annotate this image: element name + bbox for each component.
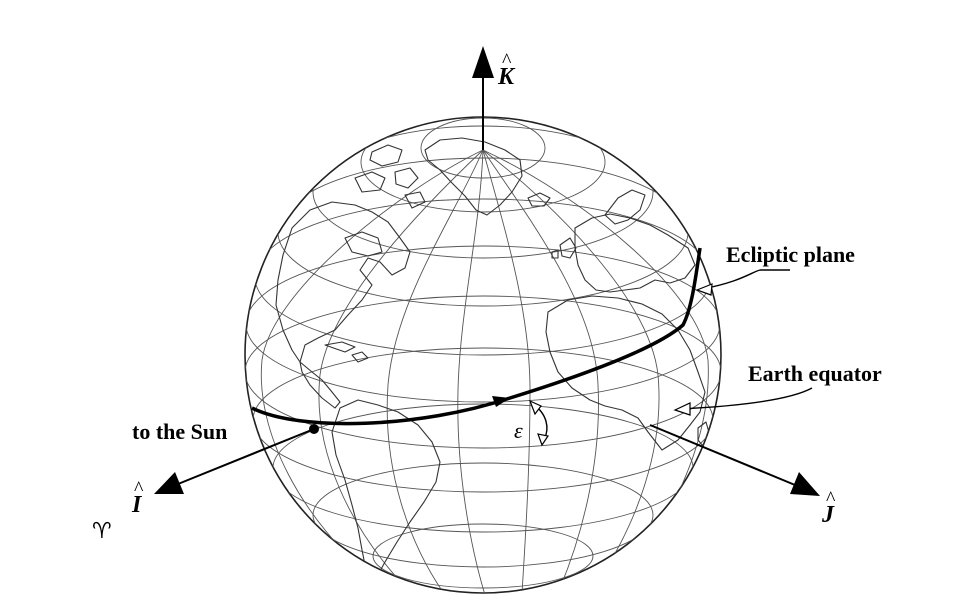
caribbean-coastline (324, 341, 369, 363)
axes (154, 46, 820, 496)
ecliptic-leader-line (701, 269, 790, 290)
meridian-line (318, 149, 484, 593)
arctic-islands-coastline (354, 144, 426, 209)
k-axis-hat: ^ (502, 50, 512, 72)
ecliptic-direction-arrowhead (492, 396, 510, 407)
equator-leader-arrowhead (673, 402, 691, 416)
central-america-coastline (299, 361, 341, 409)
ecliptic-plane-label: Ecliptic plane (726, 242, 855, 267)
meridian-line (260, 149, 484, 586)
meridian-line (386, 149, 484, 593)
j-axis-label: J (821, 502, 835, 528)
africa-coastline (545, 295, 706, 451)
k-axis-arrowhead (472, 46, 494, 78)
iceland-coastline (527, 192, 551, 207)
scandinavia-coastline (604, 189, 646, 225)
british-isles-coastline (551, 237, 577, 259)
latitude-line (360, 117, 606, 213)
obliquity-arrowhead-bottom (537, 433, 549, 447)
south-america-coastline (331, 399, 441, 581)
k-axis-label: K (497, 64, 516, 90)
to-the-sun-label: to the Sun (132, 419, 227, 444)
j-axis-arrowhead (790, 472, 820, 496)
obliquity-label: ε (514, 418, 523, 443)
j-axis-line (649, 424, 796, 486)
equator-leader-line (679, 387, 813, 410)
globe-coastlines (275, 137, 711, 581)
sun-direction-point (309, 424, 319, 434)
meridian-line (482, 149, 599, 589)
ecliptic-path (251, 247, 702, 426)
i-axis-label: I (131, 492, 143, 518)
ecliptic-leader-arrowhead (695, 283, 713, 296)
earth-equator-label: Earth equator (748, 361, 882, 386)
i-axis-line (177, 428, 315, 485)
i-axis-arrowhead (154, 472, 184, 494)
meridian-line (457, 149, 486, 593)
vernal-equinox-symbol: ♈ (92, 519, 112, 544)
greenland-coastline (424, 137, 523, 216)
globe (244, 116, 722, 594)
north-america-coastline (275, 201, 411, 363)
obliquity-arrowhead-top (528, 399, 542, 416)
j-axis-hat: ^ (826, 488, 836, 510)
hudson-bay-coastline (344, 231, 383, 257)
equator-line (245, 295, 721, 449)
i-axis-hat: ^ (134, 478, 144, 500)
meridian-line (482, 149, 660, 579)
